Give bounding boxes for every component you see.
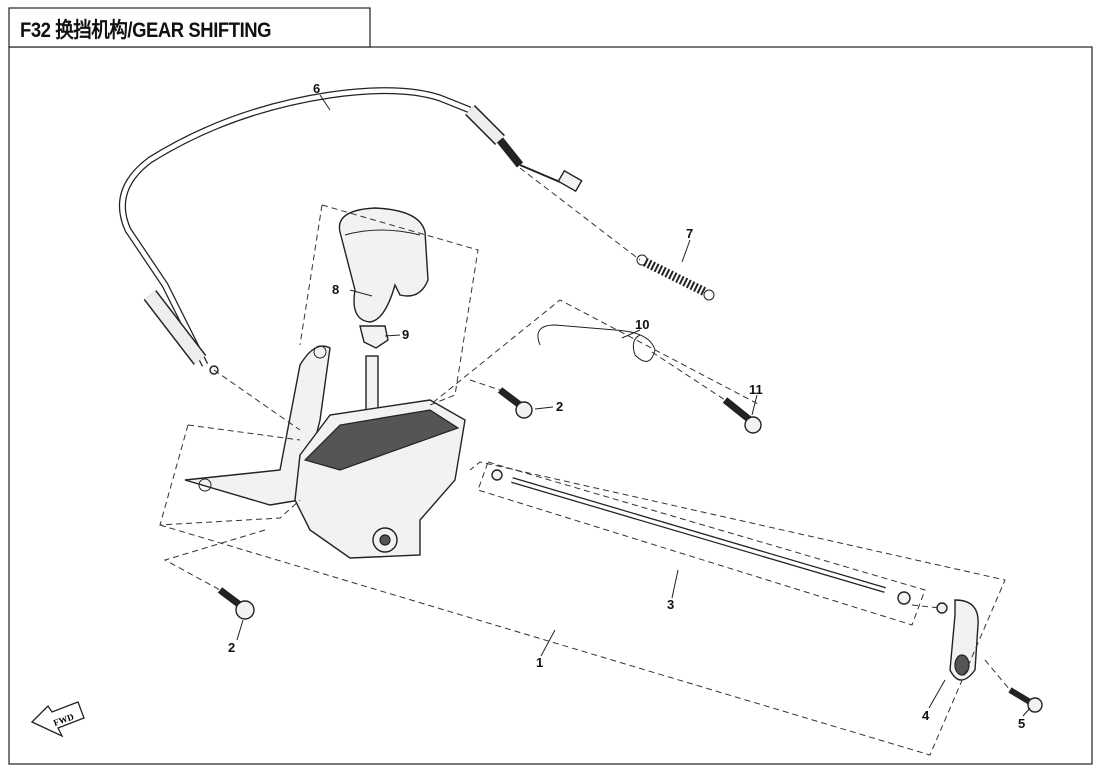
callout-1: 1: [536, 655, 543, 670]
bolt-11: [722, 397, 762, 434]
group-outline-lower: [159, 424, 1006, 756]
callout-2-lower: 2: [228, 640, 235, 655]
callout-10: 10: [635, 317, 649, 332]
diagram-frame: [8, 46, 1093, 765]
callout-7: 7: [686, 226, 693, 241]
callout-8: 8: [332, 282, 339, 297]
callout-2-upper: 2: [556, 399, 563, 414]
callout-3: 3: [667, 597, 674, 612]
bolt-2-upper: [497, 387, 533, 419]
fwd-arrow-icon: FWD: [30, 701, 85, 738]
callout-4: 4: [922, 708, 930, 723]
shift-arm: [936, 599, 979, 681]
callout-9: 9: [402, 327, 409, 342]
shift-rod: [491, 469, 911, 605]
callout-6: 6: [313, 81, 320, 96]
callout-11: 11: [749, 382, 763, 397]
group-outline-upper: [321, 204, 761, 406]
return-spring: [636, 254, 715, 301]
group-outline-rod: [477, 461, 926, 626]
knob-nut: [359, 325, 389, 349]
callout-5: 5: [1018, 716, 1025, 731]
shifter-assembly: [184, 345, 466, 559]
shift-knob: [338, 207, 429, 323]
bolt-2-lower: [217, 587, 255, 620]
bolt-5: [1008, 687, 1043, 713]
title-box: [8, 7, 371, 48]
page-title: F32 换挡机构/GEAR SHIFTING: [20, 19, 272, 42]
shift-cable: [118, 87, 583, 375]
